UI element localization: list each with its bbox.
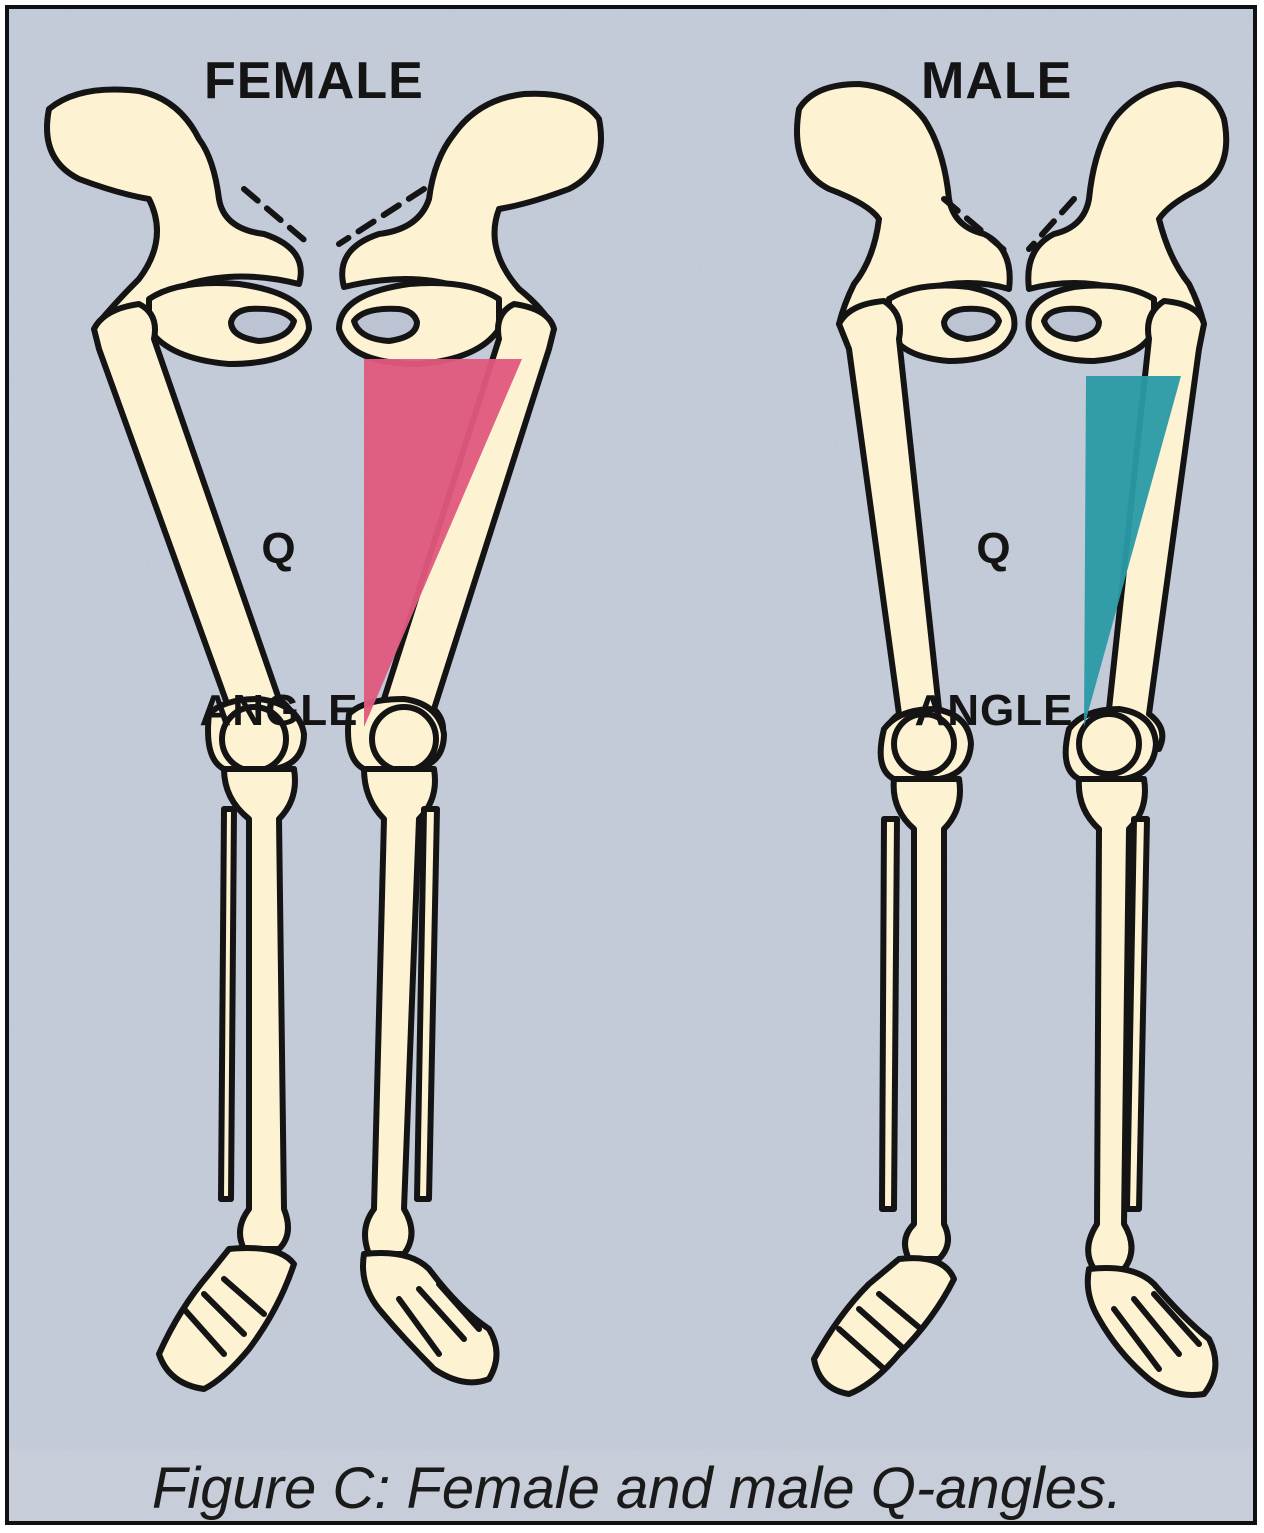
figure-caption: Figure C: Female and male Q-angles.: [9, 1449, 1257, 1525]
female-q-angle-label: Q ANGLE: [189, 414, 369, 846]
male-q-label-line2: ANGLE: [904, 684, 1084, 738]
female-q-label-line1: Q: [189, 522, 369, 576]
male-q-angle-label: Q ANGLE: [904, 414, 1084, 846]
male-title: MALE: [921, 51, 1072, 111]
female-title: FEMALE: [204, 51, 424, 111]
figure-frame: FEMALE MALE Q ANGLE Q ANGLE Figure C: Fe…: [5, 5, 1257, 1525]
male-q-label-line1: Q: [904, 522, 1084, 576]
female-q-label-line2: ANGLE: [189, 684, 369, 738]
